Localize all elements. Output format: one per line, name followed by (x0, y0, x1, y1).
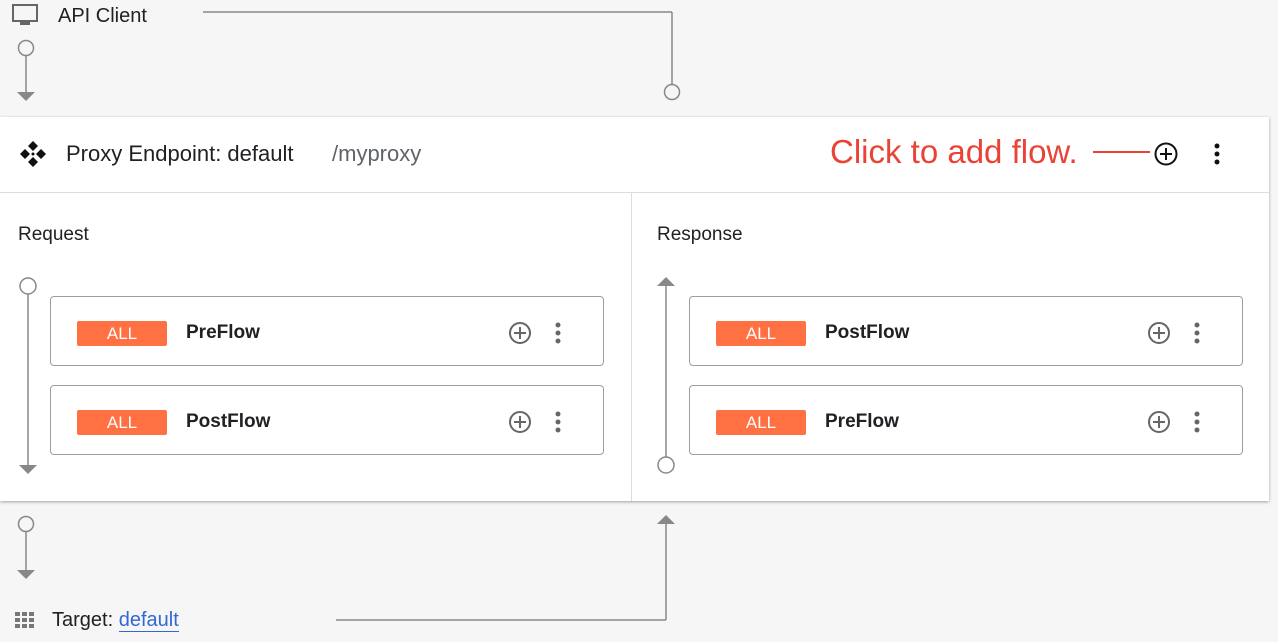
target-prefix: Target: (52, 609, 114, 631)
add-step-button[interactable] (1147, 321, 1171, 345)
response-flow-postflow[interactable]: ALL PostFlow (689, 296, 1243, 366)
flow-menu-button[interactable] (1193, 321, 1201, 345)
target-link[interactable]: default (118, 609, 179, 632)
request-label: Request (18, 224, 89, 245)
target-label: Target: default (52, 609, 179, 632)
section-divider (631, 193, 632, 501)
response-flow-preflow[interactable]: ALL PreFlow (689, 385, 1243, 455)
add-step-button[interactable] (508, 410, 532, 434)
endpoint-title: Proxy Endpoint: default (66, 141, 294, 166)
flow-name: PostFlow (825, 322, 910, 343)
flow-menu-button[interactable] (554, 410, 562, 434)
flow-name: PreFlow (825, 411, 899, 432)
annotation-text: Click to add flow. (830, 133, 1078, 170)
method-badge: ALL (77, 321, 167, 346)
proxy-endpoint-card: Proxy Endpoint: default /myproxy Click t… (0, 117, 1269, 501)
flow-menu-button[interactable] (1193, 410, 1201, 434)
add-step-button[interactable] (508, 321, 532, 345)
add-flow-button[interactable] (1154, 142, 1178, 166)
add-step-button[interactable] (1147, 410, 1171, 434)
flow-name: PreFlow (186, 322, 260, 343)
request-flow-postflow[interactable]: ALL PostFlow (50, 385, 604, 455)
method-badge: ALL (716, 410, 806, 435)
more-options-button[interactable] (1213, 142, 1221, 166)
endpoint-icon (20, 141, 46, 172)
flow-name: PostFlow (186, 411, 271, 432)
method-badge: ALL (716, 321, 806, 346)
flow-menu-button[interactable] (554, 321, 562, 345)
endpoint-path: /myproxy (332, 141, 422, 166)
response-label: Response (657, 224, 743, 245)
api-client-label: API Client (58, 5, 147, 27)
grid-icon (15, 612, 35, 635)
method-badge: ALL (77, 410, 167, 435)
endpoint-header: Proxy Endpoint: default /myproxy Click t… (0, 117, 1269, 193)
request-flow-preflow[interactable]: ALL PreFlow (50, 296, 604, 366)
monitor-icon (12, 4, 38, 31)
